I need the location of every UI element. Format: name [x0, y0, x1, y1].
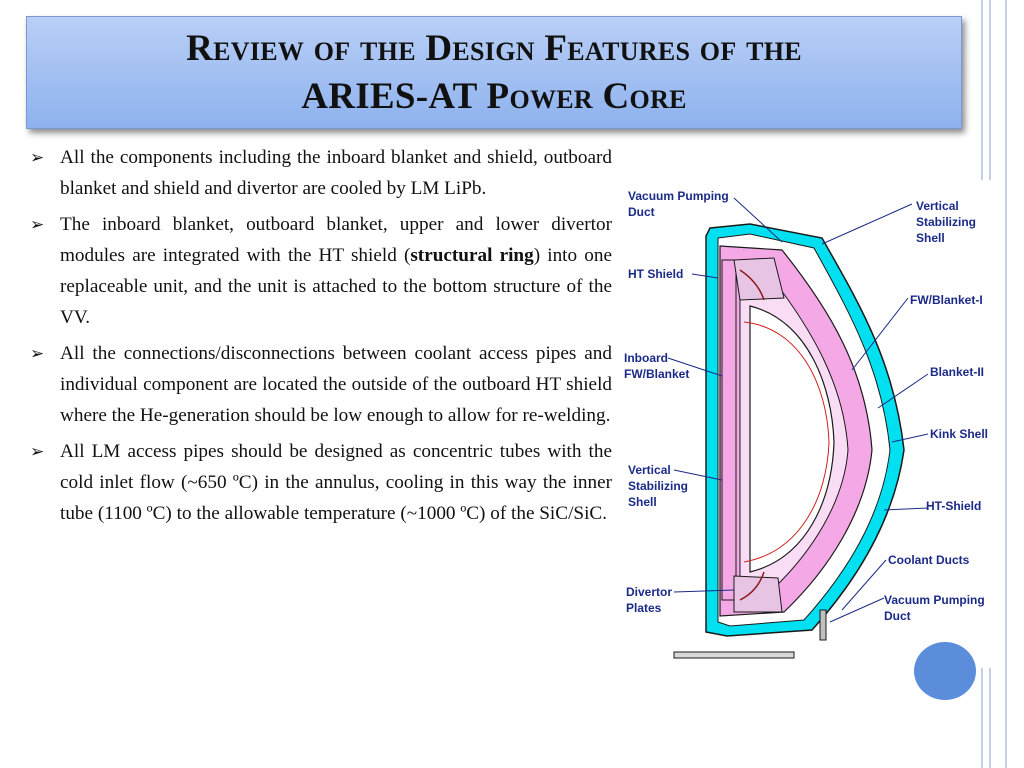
leader-lines [667, 197, 929, 623]
border-line [1005, 0, 1007, 768]
arrow-bullet-icon: ➢ [30, 344, 45, 363]
arrow-bullet-icon: ➢ [30, 215, 45, 234]
decorative-circle-icon [914, 642, 976, 700]
base-plate [673, 651, 795, 659]
bullet-content: ➢ All the components including the inboa… [30, 142, 612, 534]
lower-divertor [733, 575, 783, 613]
upper-divertor [733, 257, 785, 301]
lower-divertor-plates [739, 571, 765, 601]
label-vertical-stabilizing-left: Stabilizing [628, 479, 688, 493]
slide-title-line-1: Review of the Design Features of the [186, 27, 802, 69]
bullet-item: ➢ All LM access pipes should be designed… [30, 436, 612, 529]
label-vertical-stabilizing-right: Stabilizing [916, 215, 976, 229]
bullet-item: ➢ All the connections/disconnections bet… [30, 338, 612, 431]
slide-title: Review of the Design Features of the ARI… [186, 25, 802, 121]
label-vertical-stabilizing-left: Vertical [628, 463, 671, 477]
label-vacuum-pumping-duct-top: Duct [628, 205, 655, 219]
arrow-bullet-icon: ➢ [30, 148, 45, 167]
bullet-text-bold: structural ring [410, 245, 534, 266]
label-ht-shield-right: HT-Shield [926, 499, 981, 513]
arrow-bullet-icon: ➢ [30, 442, 45, 461]
bullet-text: All LM access pipes should be designed a… [60, 441, 612, 524]
bullet-text: All the components including the inboard… [60, 147, 612, 199]
inboard-blanket-strip [721, 259, 737, 601]
label-kink-shell: Kink Shell [930, 427, 988, 441]
label-coolant-ducts: Coolant Ducts [888, 553, 970, 567]
bullet-item: ➢ The inboard blanket, outboard blanket,… [30, 209, 612, 333]
label-fw-blanket-1: FW/Blanket-I [910, 293, 983, 307]
plasma-boundary-red [743, 321, 830, 563]
label-blanket-2: Blanket-II [930, 365, 984, 379]
label-vertical-stabilizing-left: Shell [628, 495, 657, 509]
label-vertical-stabilizing-right: Vertical [916, 199, 959, 213]
bullet-list: ➢ All the components including the inboa… [30, 142, 612, 529]
label-inboard: FW/Blanket [624, 367, 689, 381]
label-vertical-stabilizing-right: Shell [916, 231, 945, 245]
label-divertor-plates: Plates [626, 601, 662, 615]
power-core-diagram-svg: Vacuum Pumping Duct HT Shield Inboard FW… [624, 189, 988, 659]
upper-divertor-plates [739, 269, 765, 301]
label-vacuum-pumping-duct-bottom: Duct [884, 609, 911, 623]
bullet-text: ) into one replaceable unit, and the uni… [60, 245, 612, 328]
label-vacuum-pumping-duct-top: Vacuum Pumping [628, 189, 729, 203]
power-core-diagram: Vacuum Pumping Duct HT Shield Inboard FW… [622, 180, 994, 668]
plasma-d-shape [749, 305, 835, 573]
bullet-item: ➢ All the components including the inboa… [30, 142, 612, 204]
label-divertor-plates: Divertor [626, 585, 672, 599]
label-ht-shield: HT Shield [628, 267, 683, 281]
bullet-text: All the connections/disconnections betwe… [60, 343, 612, 426]
label-inboard: Inboard [624, 351, 668, 365]
title-banner: Review of the Design Features of the ARI… [26, 16, 962, 129]
label-vacuum-pumping-duct-bottom: Vacuum Pumping [884, 593, 985, 607]
pumping-duct-post [819, 609, 827, 641]
bullet-text: The inboard blanket, outboard blanket, u… [60, 214, 612, 266]
slide-title-line-2: ARIES-AT Power Core [301, 75, 687, 117]
